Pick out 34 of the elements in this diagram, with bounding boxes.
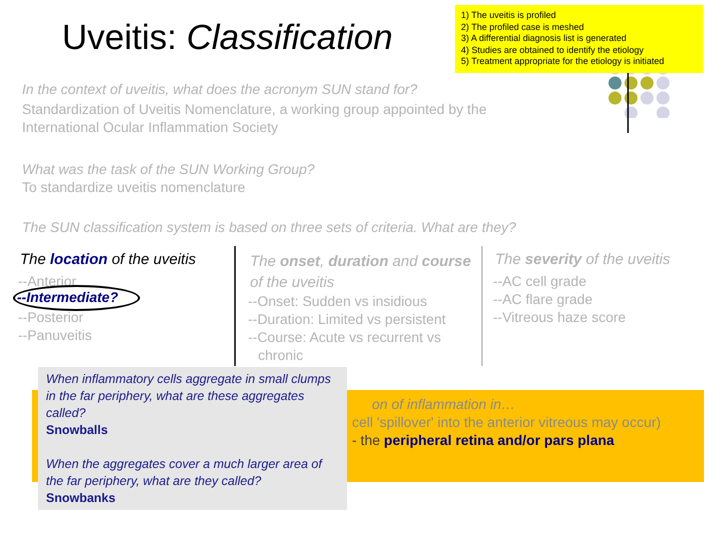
question-text: When inflammatory cells aggregate in small clumps in the far periphery, what are these aggregates called? <box>46 371 332 422</box>
answer-text: To standardize uveitis nomenclature <box>22 178 246 196</box>
answer-text: cell 'spillover' into the anterior vitreous may occur) <box>352 414 661 431</box>
column-heading: The severity of the uveitis <box>495 251 672 269</box>
numbered-step: 2) The profiled case is meshed <box>461 22 703 33</box>
question-tooltip <box>38 367 347 510</box>
question-text: Snowballs <box>46 422 109 439</box>
numbered-step: 1) The uveitis is profiled <box>461 10 703 22</box>
list-item: --Posterior <box>18 308 84 326</box>
list-item: --Duration: Limited vs persistent <box>248 310 446 328</box>
list-item: --Onset: Sudden vs insidious <box>248 292 427 310</box>
numbered-step: 5) Treatment appropriate for the etiology is initiated <box>461 56 703 68</box>
list-item: --AC cell grade <box>493 272 586 290</box>
answer-text: Standardization of Uveitis Nomenclature, a working group appointed by the International Ocular Inflammation Society <box>22 100 488 136</box>
answer-text: - the peripheral retina and/or pars plana <box>352 432 614 449</box>
answer-text: on of inflammation in… <box>372 396 516 413</box>
slide-title: Uveitis: Classification <box>62 18 393 58</box>
column-heading: The location of the uveitis <box>20 251 197 269</box>
question-text: What was the task of the SUN Working Group? <box>22 160 316 178</box>
list-item: --Course: Acute vs recurrent vs chronic <box>248 328 442 364</box>
list-item: --Vitreous haze score <box>493 308 626 326</box>
question-text: In the context of uveitis, what does the acronym SUN stand for? <box>22 80 418 98</box>
list-item: --Anterior <box>18 272 76 290</box>
question-text: The SUN classification system is based on three sets of criteria. What are they? <box>22 218 518 236</box>
note-box <box>455 5 703 73</box>
list-item: --AC flare grade <box>493 290 593 308</box>
column-heading: The onset, duration and course of the uveitis <box>250 252 472 293</box>
question-text: Snowbanks <box>46 490 116 507</box>
list-item: --Panuveitis <box>18 326 92 344</box>
numbered-step: 4) Studies are obtained to identify the etiology <box>461 44 703 56</box>
question-text: When the aggregates cover a much larger area of the far periphery, what are they called? <box>46 456 324 490</box>
list-item: --Intermediate? <box>17 288 120 306</box>
highlight-ellipse <box>13 285 140 311</box>
numbered-step: 3) A differential diagnosis list is generated <box>461 33 703 44</box>
